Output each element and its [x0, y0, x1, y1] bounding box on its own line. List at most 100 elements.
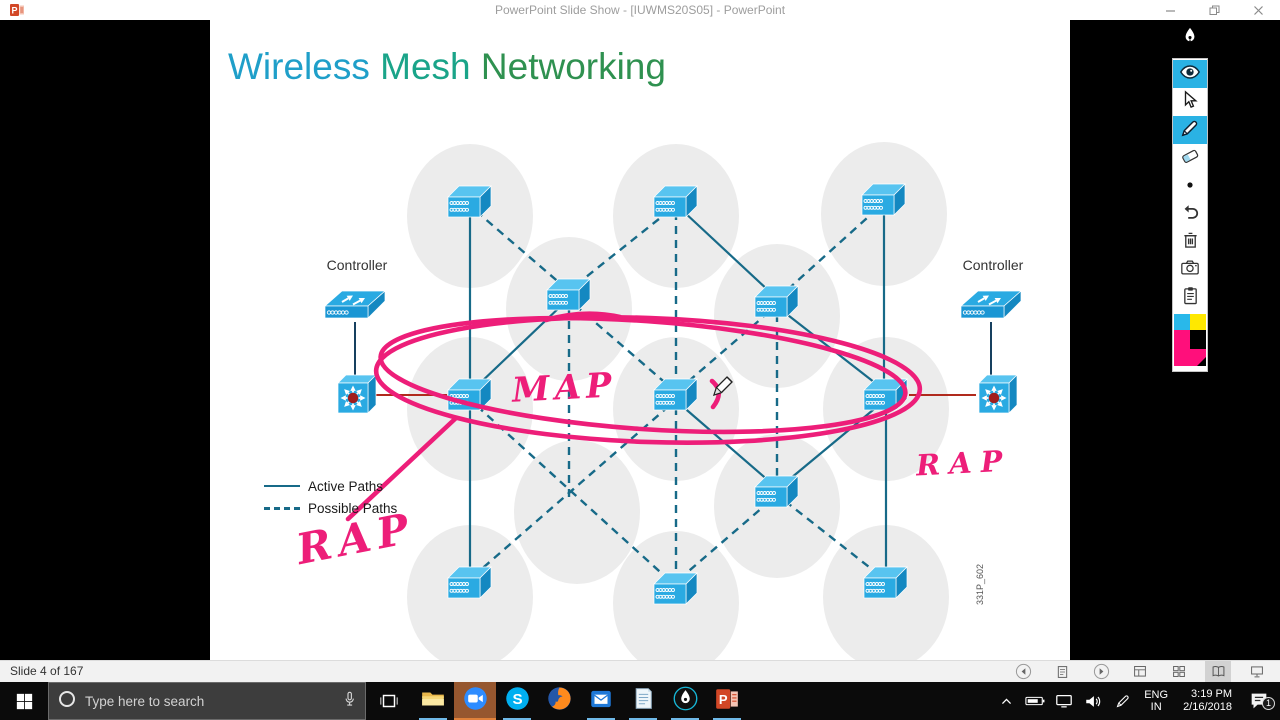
pen-ink-strokes: [345, 311, 923, 522]
microphone-icon[interactable]: [342, 690, 357, 713]
access-point-node: [447, 185, 492, 218]
pen-tool-tool-button[interactable]: [1173, 116, 1207, 144]
possible-path-edge: [784, 500, 879, 575]
color-yellow[interactable]: [1190, 314, 1206, 330]
pen-input-icon[interactable]: [1112, 694, 1132, 709]
statusbar: Slide 4 of 167: [0, 660, 1280, 682]
possible-path-edge: [784, 208, 878, 293]
system-tray: ENG IN 3:19 PM 2/16/2018 1: [996, 682, 1280, 720]
clock[interactable]: 3:19 PM 2/16/2018: [1183, 688, 1232, 713]
slide-canvas[interactable]: Wireless Mesh Networking Controller Cont…: [210, 20, 1070, 660]
eye-tool-button[interactable]: [1173, 60, 1207, 88]
notes-button[interactable]: [1049, 661, 1075, 682]
epic-pen-launcher-button[interactable]: [1174, 20, 1206, 55]
restore-button[interactable]: [1192, 0, 1236, 20]
figure-reference: 331P_602: [975, 564, 986, 606]
taskbar-app-firefox[interactable]: [538, 682, 580, 720]
possible-path-edge: [575, 210, 670, 286]
taskbar-app-mail[interactable]: [580, 682, 622, 720]
annotation-toolbar: [1172, 58, 1208, 372]
previous-slide-button[interactable]: [1010, 661, 1036, 682]
notification-center-button[interactable]: 1: [1244, 690, 1275, 712]
access-point-node: [653, 185, 698, 218]
file-explorer-icon: [420, 686, 446, 717]
possible-path-edge: [476, 405, 670, 581]
taskbar-app-notepad[interactable]: [622, 682, 664, 720]
ink-label-map: MAP: [511, 365, 618, 411]
access-point-node: [861, 183, 906, 216]
slideshow-view-button[interactable]: [1244, 661, 1270, 682]
access-point-node: [447, 566, 492, 599]
svg-text:P: P: [11, 6, 17, 16]
chevron-up-icon[interactable]: [996, 695, 1016, 708]
undo-tool-button[interactable]: [1173, 200, 1207, 228]
start-button[interactable]: [0, 682, 48, 720]
normal-view-button[interactable]: [1127, 661, 1153, 682]
eraser-icon: [1180, 147, 1200, 170]
network-display-icon[interactable]: [1054, 693, 1074, 709]
running-indicator: [671, 718, 699, 720]
notepad-icon: [631, 686, 656, 716]
legend-possible-label: Possible Paths: [308, 500, 398, 516]
zoom-app-icon: [462, 685, 489, 717]
clipboard-tool-button[interactable]: [1173, 284, 1207, 312]
taskbar-app-file-explorer[interactable]: [412, 682, 454, 720]
controller-node: [960, 290, 1022, 319]
slideshow-stage: Wireless Mesh Networking Controller Cont…: [0, 20, 1280, 660]
active-path-swatch: [264, 485, 300, 487]
possible-path-swatch: [264, 506, 300, 510]
taskbar-app-powerpoint[interactable]: P: [706, 682, 748, 720]
close-button[interactable]: [1236, 0, 1280, 20]
size-dot-tool-button[interactable]: [1173, 172, 1207, 200]
trash-tool-button[interactable]: [1173, 228, 1207, 256]
running-indicator: [713, 718, 741, 720]
coverage-zone: [514, 440, 640, 584]
ink-label-rap-right: RAP: [915, 443, 1013, 483]
slide-title: Wireless Mesh Networking: [228, 46, 666, 87]
firefox-icon: [546, 685, 573, 717]
slide-indicator: Slide 4 of 167: [10, 664, 84, 678]
epic-pen-icon: [672, 685, 699, 717]
language-indicator[interactable]: ENG IN: [1144, 689, 1169, 713]
svg-text:P: P: [719, 691, 728, 706]
cursor-tool-button[interactable]: [1173, 88, 1207, 116]
notification-badge: 1: [1262, 697, 1275, 710]
color-palette: [1174, 314, 1206, 366]
trash-icon: [1182, 230, 1199, 254]
color-black[interactable]: [1190, 330, 1206, 349]
color-cyan[interactable]: [1174, 314, 1190, 330]
taskbar-app-epic-pen[interactable]: [664, 682, 706, 720]
running-indicator: [587, 718, 615, 720]
controller-label-left: Controller: [326, 257, 388, 273]
palette-corner: [1197, 357, 1206, 366]
access-point-node: [754, 285, 799, 318]
switch-node: [337, 374, 377, 414]
minimize-button[interactable]: [1148, 0, 1192, 20]
running-indicator: [454, 718, 496, 720]
battery-icon[interactable]: [1025, 695, 1045, 707]
next-slide-button[interactable]: [1088, 661, 1114, 682]
access-point-node: [653, 572, 698, 605]
taskbar-app-zoom-app[interactable]: [454, 682, 496, 720]
access-point-node: [863, 566, 908, 599]
active-path-edge: [682, 210, 771, 293]
access-point-node: [546, 278, 591, 311]
screenshot-camera-tool-button[interactable]: [1173, 256, 1207, 284]
possible-path-edge: [476, 405, 670, 574]
taskbar-search-input[interactable]: Type here to search: [48, 682, 366, 720]
cortana-circle-icon: [57, 689, 77, 714]
taskbar-app-skype[interactable]: S: [496, 682, 538, 720]
eraser-tool-button[interactable]: [1173, 144, 1207, 172]
reading-view-button[interactable]: [1205, 661, 1231, 682]
possible-path-edge: [682, 500, 771, 577]
speaker-icon[interactable]: [1083, 694, 1103, 709]
svg-text:S: S: [512, 691, 522, 708]
switch-node: [978, 374, 1018, 414]
legend-active-label: Active Paths: [308, 478, 384, 494]
slide-sorter-view-button[interactable]: [1166, 661, 1192, 682]
screenshot-camera-icon: [1180, 259, 1200, 281]
task-view-button[interactable]: [366, 682, 412, 720]
powerpoint-window-icon: P: [9, 2, 25, 18]
pencil-cursor-icon: [710, 372, 737, 404]
